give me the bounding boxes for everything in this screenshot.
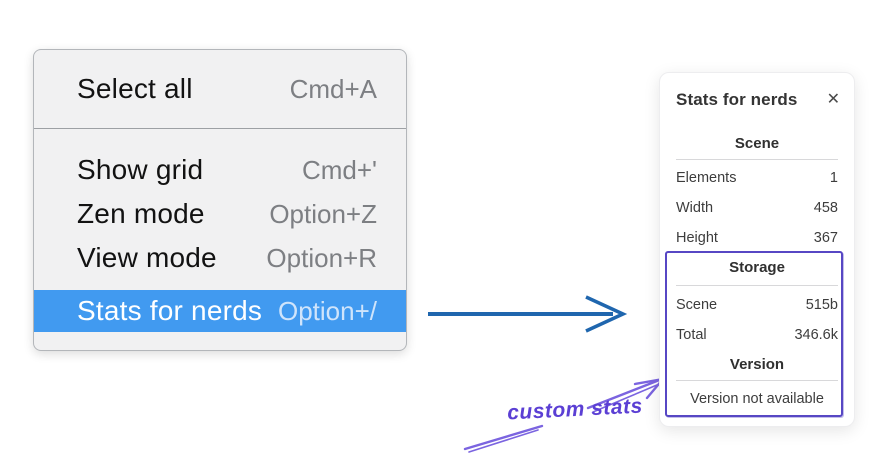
stat-value: 458 [813,200,838,216]
menu-item-label: Select all [77,73,193,104]
stat-row-width: Width 458 [660,193,854,223]
section-heading-version: Version [729,356,785,373]
stat-label: Total [676,327,707,343]
context-menu: Select all Cmd+A Show grid Cmd+' Zen mod… [33,49,407,351]
menu-item-shortcut: Option+/ [277,295,377,326]
stats-panel: Stats for nerds ✕ Scene Elements 1 Width… [659,72,855,427]
menu-divider [34,128,406,129]
menu-item-label: View mode [77,242,217,273]
menu-item-show-grid[interactable]: Show grid Cmd+' [34,148,406,192]
stat-label: Scene [676,297,718,313]
menu-item-view-mode[interactable]: View mode Option+R [34,236,406,280]
stat-value: 346.6k [794,327,838,343]
custom-stats-annotation: custom stats [506,394,644,425]
stat-value: 367 [813,230,838,246]
section-divider [676,380,838,381]
close-icon[interactable]: ✕ [826,91,840,108]
stat-row-elements: Elements 1 [660,163,854,193]
section-divider [676,285,838,286]
menu-item-shortcut: Cmd+A [289,73,377,104]
stat-value: 515b [805,297,838,313]
stat-label: Height [676,230,718,246]
stats-panel-title: Stats for nerds [676,90,798,109]
menu-section-padding [34,129,406,148]
menu-item-stats-for-nerds[interactable]: Stats for nerds Option+/ [34,290,406,332]
stat-label: Width [676,200,714,216]
stat-row-storage-scene: Scene 515b [660,290,854,320]
stat-value: 1 [829,170,838,186]
menu-item-zen-mode[interactable]: Zen mode Option+Z [34,192,406,236]
menu-item-shortcut: Option+Z [269,198,377,229]
stat-label: Elements [676,170,737,186]
stat-row-storage-total: Total 346.6k [660,320,854,350]
section-heading-scene: Scene [734,135,780,152]
menu-item-label: Show grid [77,154,204,185]
section-divider [676,159,838,160]
stats-panel-header: Stats for nerds ✕ [660,87,854,113]
section-heading-storage: Storage [729,259,785,276]
menu-item-shortcut: Option+R [266,242,377,273]
menu-item-shortcut: Cmd+' [301,154,377,185]
stat-row-height: Height 367 [660,223,854,253]
menu-item-select-all[interactable]: Select all Cmd+A [34,50,406,128]
version-note: Version not available [690,391,824,407]
menu-item-label: Stats for nerds [77,295,263,326]
menu-item-label: Zen mode [77,198,205,229]
pointer-arrow [428,295,628,333]
